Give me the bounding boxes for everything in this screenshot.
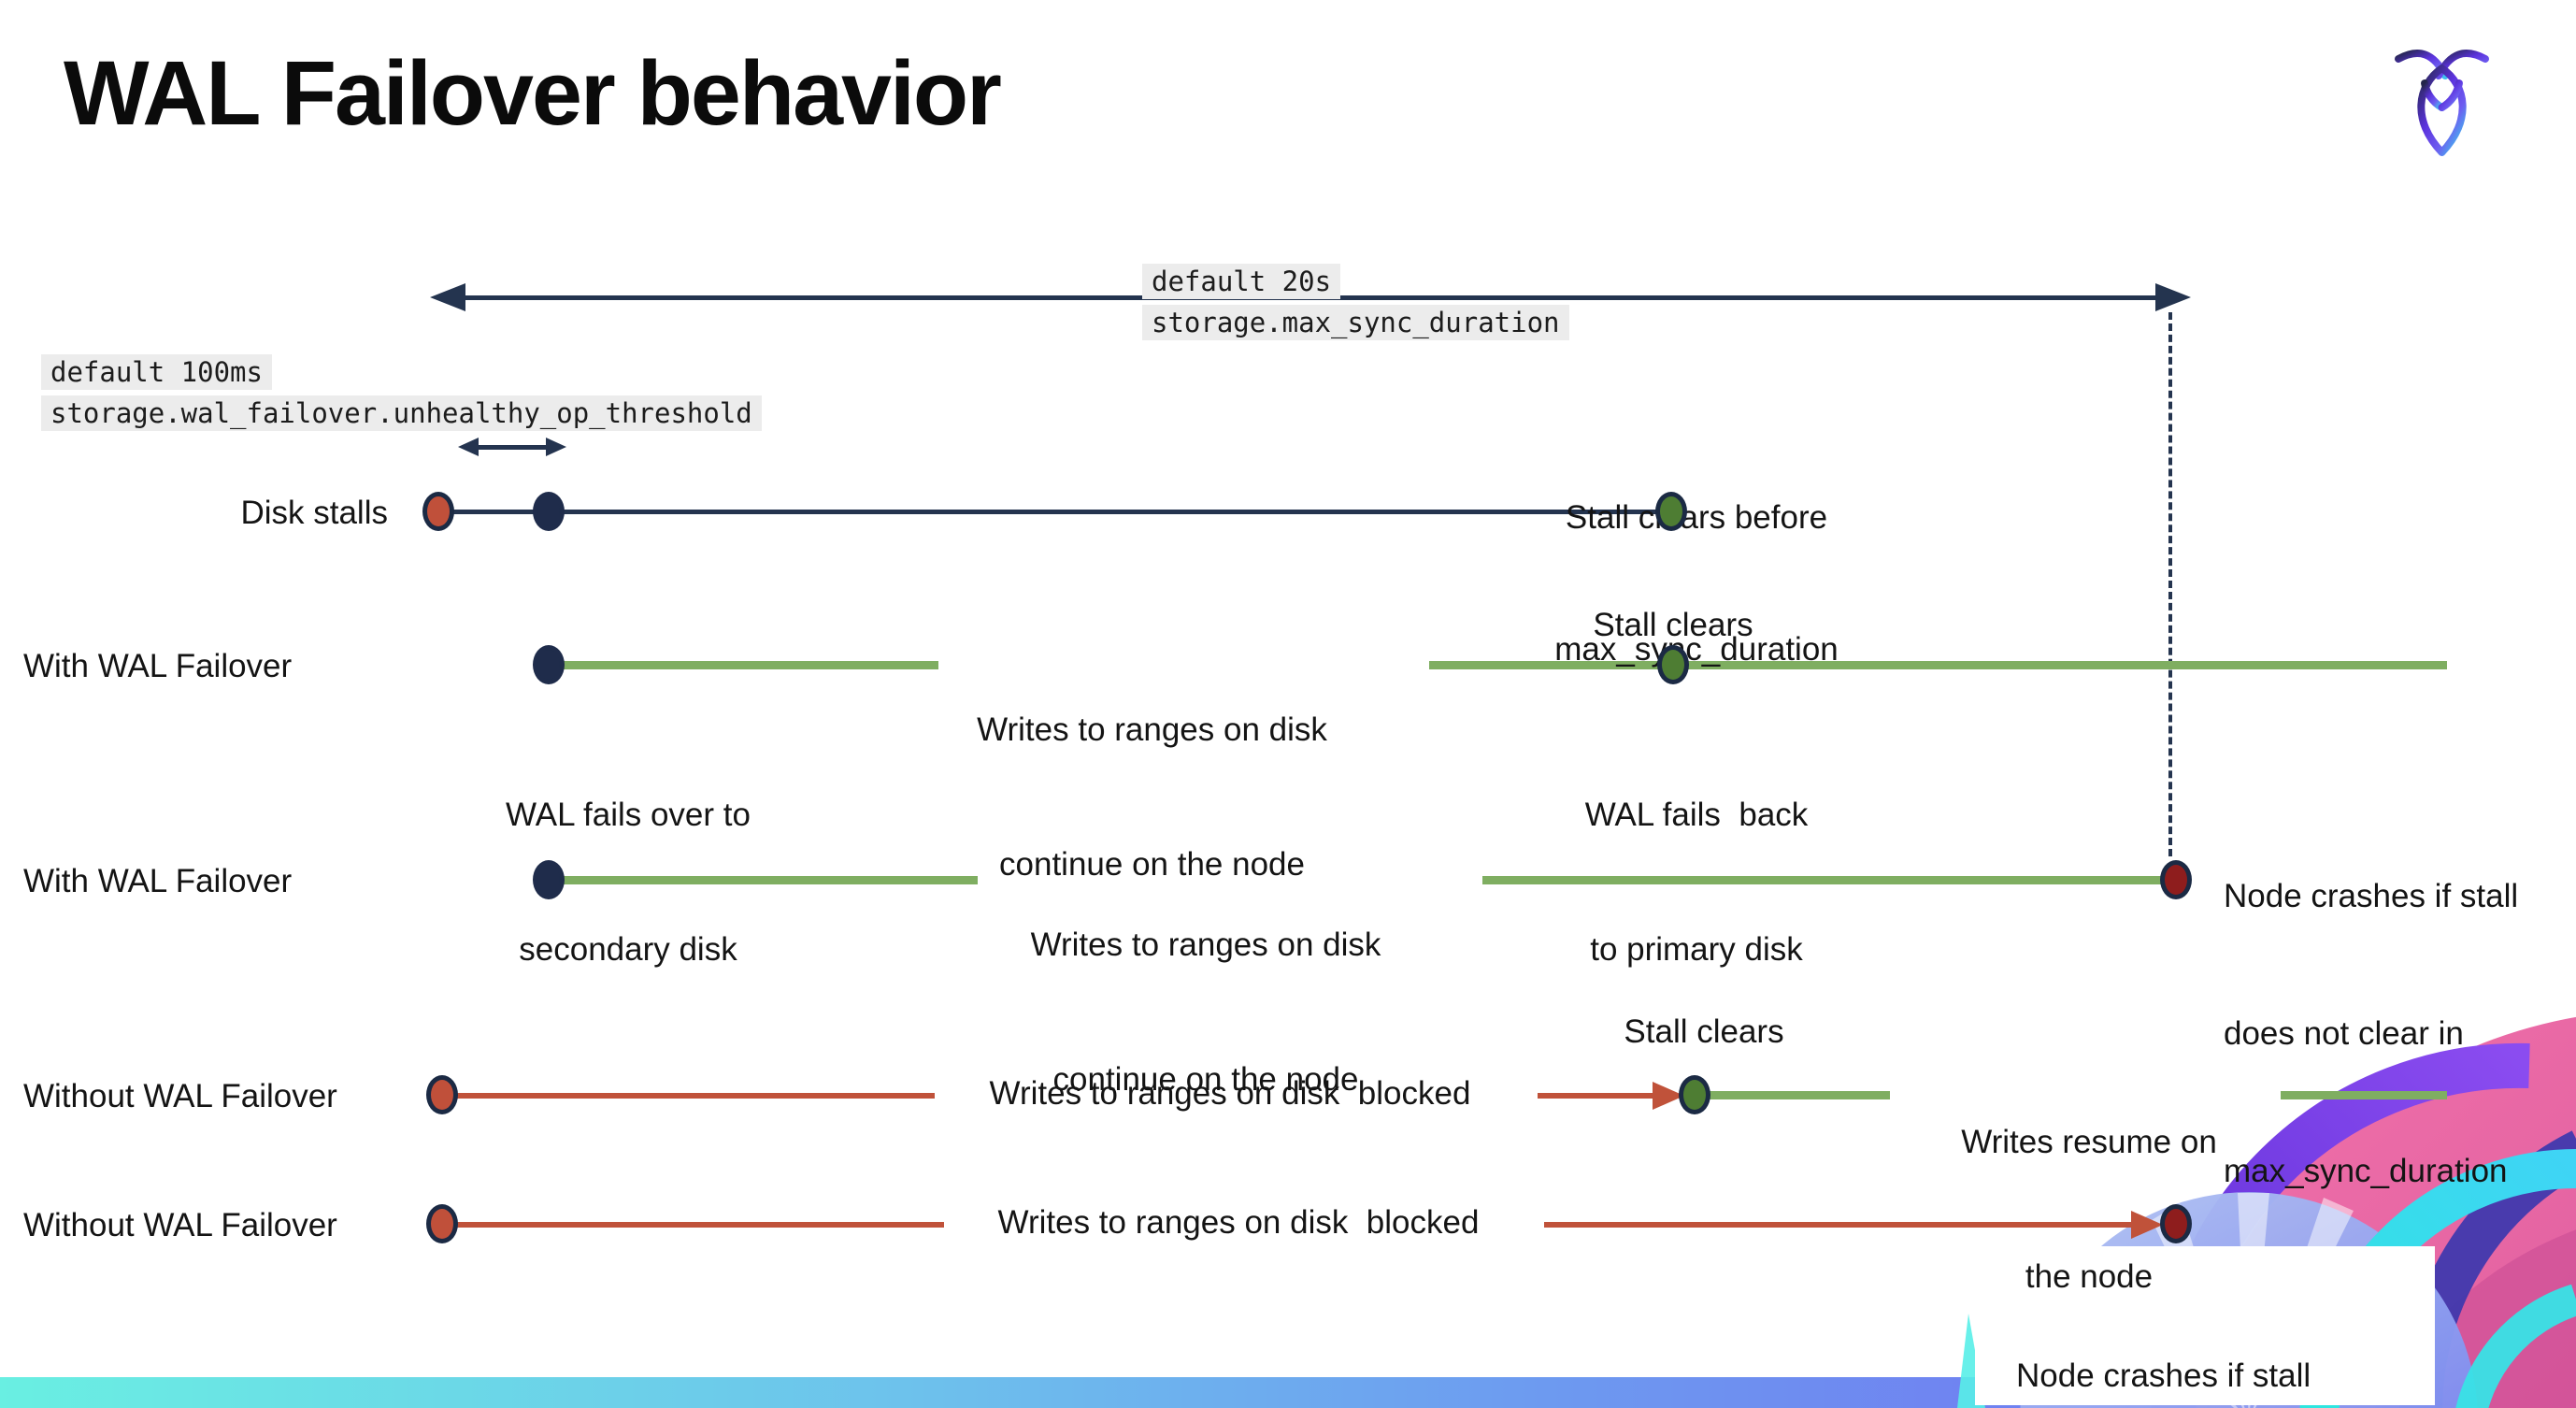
stall-start-dot xyxy=(422,492,454,531)
label-line: does not clear in xyxy=(2224,1015,2464,1052)
writes-blocked-label: Writes to ranges on disk blocked xyxy=(989,1075,1471,1112)
label-line: Node crashes if stall xyxy=(2224,878,2519,914)
max-sync-deadline-dashed-line xyxy=(2168,312,2172,856)
writes-resume-line xyxy=(2281,1091,2447,1099)
writes-continue-line xyxy=(559,661,938,669)
label-line: Writes to ranges on disk xyxy=(977,711,1327,748)
failover-trigger-dot xyxy=(533,492,565,531)
writes-blocked-label: Writes to ranges on disk blocked xyxy=(997,1204,1480,1241)
failover-dot xyxy=(533,645,565,684)
label-line: max_sync_duration xyxy=(2224,1153,2508,1189)
max-sync-setting-chip: storage.max_sync_duration xyxy=(1142,305,1569,340)
cyan-arc-small xyxy=(2455,1284,2576,1408)
label-line: secondary disk xyxy=(519,931,737,968)
page-title: WAL Failover behavior xyxy=(64,42,1002,144)
label-line: WAL fails back xyxy=(1584,797,1809,833)
failover-dot xyxy=(533,860,565,899)
arrowhead-left xyxy=(458,438,479,456)
stall-clears-label: Stall clears xyxy=(1624,1013,1784,1050)
writes-blocked-line xyxy=(442,1093,935,1099)
row-label-without-wal-failover: Without WAL Failover xyxy=(23,1078,337,1114)
writes-blocked-line xyxy=(442,1222,944,1228)
label-line: Writes resume on xyxy=(1961,1124,2217,1160)
writes-resume-label: Writes resume on the node xyxy=(1935,1030,2243,1389)
stall-start-dot xyxy=(426,1204,458,1243)
writes-continue-label: Writes to ranges on disk continue on the… xyxy=(944,618,1360,977)
label-line: the node xyxy=(2025,1258,2154,1295)
label-line: to primary disk xyxy=(1590,931,1803,968)
row-label-with-wal-failover: With WAL Failover xyxy=(23,648,293,684)
label-line: max_sync_duration xyxy=(1554,631,1839,668)
label-line: Writes to ranges on disk xyxy=(1030,927,1381,963)
stall-clears-dot xyxy=(1657,645,1689,684)
stall-clears-dot xyxy=(1655,492,1687,531)
label-line: Node crashes if stall xyxy=(2016,1358,2311,1394)
node-crash-dot xyxy=(2160,860,2192,899)
stall-start-dot xyxy=(426,1075,458,1114)
writes-resume-line xyxy=(1709,1091,1890,1099)
row-label-with-wal-failover: With WAL Failover xyxy=(23,863,293,899)
label-line: Stall clears before xyxy=(1565,499,1828,536)
stall-timeline-line xyxy=(438,510,1671,514)
node-crash-label: Node crashes if stall does not clear in … xyxy=(2016,1261,2311,1408)
label-line: continue on the node xyxy=(999,846,1305,883)
writes-continue-label: Writes to ranges on disk continue on the… xyxy=(981,833,1430,1192)
threshold-setting-chip: storage.wal_failover.unhealthy_op_thresh… xyxy=(41,395,762,431)
threshold-span-line xyxy=(475,445,548,450)
node-crash-callout: Node crashes if stall does not clear in … xyxy=(1975,1246,2435,1405)
wal-fails-over-label: WAL fails over to secondary disk xyxy=(441,703,815,1062)
node-crash-dot xyxy=(2160,1204,2192,1243)
label-line: WAL fails over to xyxy=(506,797,751,833)
writes-blocked-line xyxy=(1544,1222,2135,1228)
max-sync-default-chip: default 20s xyxy=(1142,264,1341,299)
label-line: continue on the node xyxy=(1052,1061,1359,1098)
writes-continue-line xyxy=(1429,661,2447,669)
arrowhead-left xyxy=(430,283,465,311)
stall-clears-dot xyxy=(1679,1075,1710,1114)
node-crash-label: Node crashes if stall does not clear in … xyxy=(2224,782,2576,1286)
writes-blocked-line xyxy=(1538,1093,1659,1099)
arrowhead-right xyxy=(2155,283,2191,311)
writes-continue-line xyxy=(1482,876,2165,884)
stall-clears-label: Stall clears xyxy=(1593,607,1753,643)
writes-continue-line xyxy=(559,876,978,884)
row-label-without-wal-failover: Without WAL Failover xyxy=(23,1207,337,1243)
arrowhead-right xyxy=(2131,1211,2163,1239)
wal-fails-back-label: WAL fails back to primary disk xyxy=(1510,703,1883,1062)
cockroachdb-logo-icon xyxy=(2395,50,2489,156)
row-label-disk-stalls: Disk stalls xyxy=(240,495,388,531)
arrowhead-right xyxy=(546,438,566,456)
threshold-default-chip: default 100ms xyxy=(41,354,272,390)
